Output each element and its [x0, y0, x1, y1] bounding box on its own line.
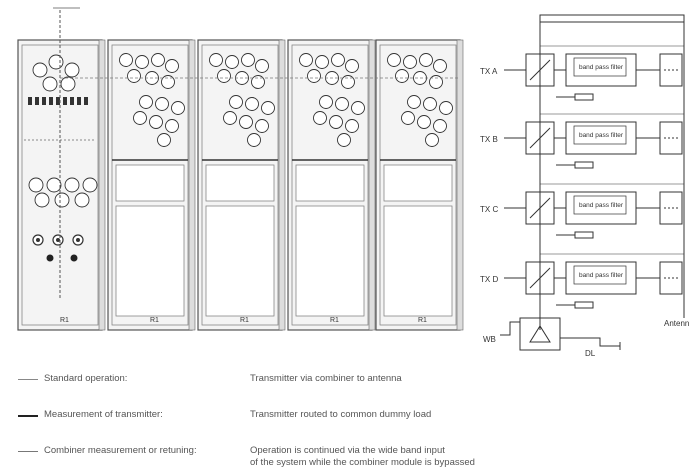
filter-label: band pass filter — [579, 64, 624, 71]
tx-label: TX D — [480, 275, 498, 284]
cabinet-rack-illustration: R1 R1 R1 R1 R1 — [17, 7, 464, 331]
filter-label: band pass filter — [579, 202, 624, 209]
legend-description-line-1: Operation is continued via the wide band… — [250, 445, 445, 456]
module-label: R1 — [60, 317, 69, 324]
legend-description: Operation is continued via the wide band… — [250, 445, 475, 469]
dl-label: DL — [585, 349, 596, 358]
legend-swatch-measurement — [18, 415, 38, 417]
combiner-schematic: TX A band pass filter TX B band pass filter… — [480, 14, 689, 358]
cabinet-2: R1 — [107, 39, 196, 331]
common-feed-line — [539, 14, 685, 330]
legend-swatch-standard — [18, 379, 38, 380]
legend-label: Measurement of transmitter: — [44, 409, 163, 420]
wb-input — [500, 321, 520, 336]
legend-description: Transmitter routed to common dummy load — [250, 409, 432, 420]
filter-label: band pass filter — [579, 272, 624, 279]
legend-row-combiner: Combiner measurement or retuning: Operat… — [18, 444, 678, 472]
cabinet-5: R1 — [375, 39, 464, 331]
dl-line — [560, 337, 620, 347]
module-label: R1 — [240, 317, 249, 324]
tx-label: TX B — [480, 135, 498, 144]
bottom-coupler — [519, 317, 561, 351]
combiner-stage-4: TX D band pass filter — [480, 253, 684, 309]
module-label: R1 — [418, 317, 427, 324]
cabinet-4: R1 — [287, 39, 376, 331]
legend-row-measurement: Measurement of transmitter: Transmitter … — [18, 408, 678, 430]
legend: Standard operation: Transmitter via comb… — [18, 372, 678, 472]
legend-row-standard: Standard operation: Transmitter via comb… — [18, 372, 678, 394]
combiner-stage-3: TX C band pass filter — [480, 183, 684, 239]
combiner-stage-1: TX A band pass filter — [480, 45, 684, 101]
combiner-stage-2: TX B band pass filter — [480, 113, 684, 169]
filter-label: band pass filter — [579, 132, 624, 139]
cabinet-1: R1 — [17, 7, 106, 331]
wb-label: WB — [483, 335, 496, 344]
legend-label: Combiner measurement or retuning: — [44, 445, 197, 456]
module-label: R1 — [330, 317, 339, 324]
legend-swatch-combiner — [18, 451, 38, 452]
antenna-label: Antenn — [664, 319, 689, 328]
tx-label: TX C — [480, 205, 498, 214]
legend-description: Transmitter via combiner to antenna — [250, 373, 402, 384]
module-label: R1 — [150, 317, 159, 324]
legend-label: Standard operation: — [44, 373, 128, 384]
legend-description-line-2: of the system while the combiner module … — [250, 457, 475, 468]
tx-label: TX A — [480, 67, 498, 76]
